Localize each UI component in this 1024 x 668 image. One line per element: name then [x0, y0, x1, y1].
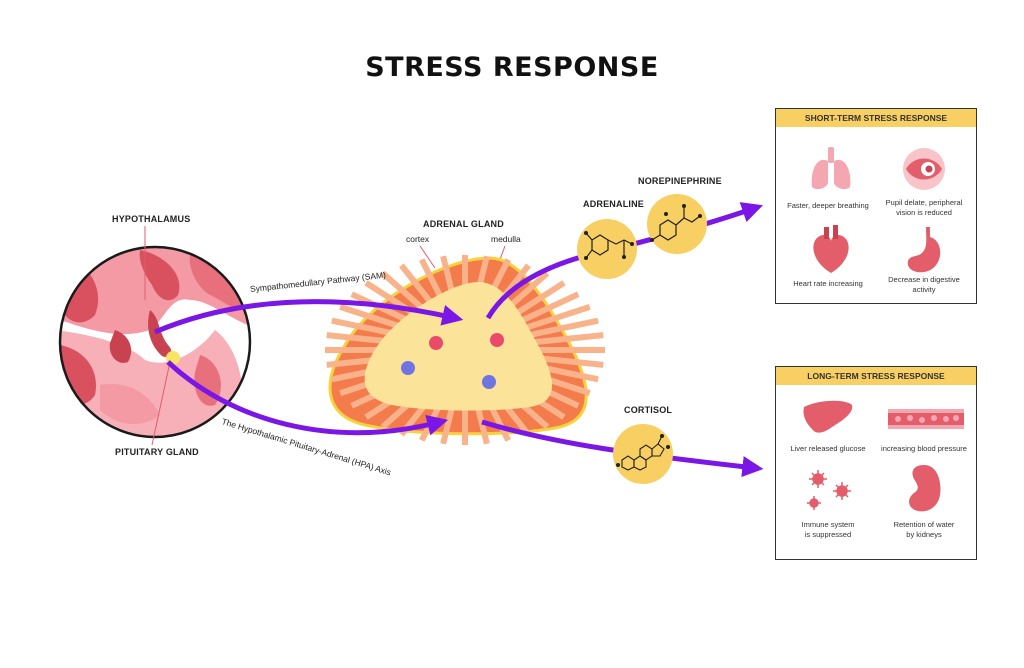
- cortex-stripe: [526, 304, 591, 331]
- hypothalamus-label: HYPOTHALAMUS: [112, 214, 191, 224]
- heart-icon: [813, 225, 849, 273]
- stomach-icon: [907, 227, 941, 273]
- norepinephrine-molecule: [647, 194, 707, 254]
- cortex-stripe: [530, 317, 599, 338]
- cortex-stripe: [380, 270, 426, 312]
- kidney-icon: [909, 465, 941, 512]
- sam-arrow: [154, 299, 464, 335]
- short-term-caption: Faster, deeper breathing: [787, 201, 869, 210]
- virus-icon: [807, 470, 851, 510]
- eye-icon: [903, 148, 945, 190]
- cortisol-arrow: [481, 419, 764, 478]
- short-term-caption: Decrease in digestive activity: [888, 275, 960, 294]
- cortex-leader: [419, 245, 436, 269]
- adrenal-gland: [325, 255, 605, 445]
- pituitary-leader: [151, 361, 171, 446]
- blood-vessel-icon: [888, 409, 964, 429]
- long-term-header: LONG-TERM STRESS RESPONSE: [776, 367, 976, 385]
- cortex-stripe: [331, 317, 400, 338]
- norepinephrine-label: NOREPINEPHRINE: [638, 176, 722, 186]
- cortex-stripe: [520, 291, 580, 324]
- page-title: STRESS RESPONSE: [365, 52, 659, 83]
- cortex-stripe: [533, 332, 604, 346]
- long-term-caption: increasing blood pressure: [881, 444, 967, 453]
- liver-icon: [803, 400, 853, 433]
- lungs-icon: [811, 147, 851, 190]
- cortex-stripe: [512, 280, 566, 318]
- short-term-caption: Heart rate increasing: [793, 279, 863, 288]
- long-term-caption: Immune system is suppressed: [801, 520, 855, 539]
- cortex-stripe: [533, 354, 604, 368]
- hpa-arrow: [166, 360, 449, 436]
- brain-closeup: [58, 245, 252, 439]
- pituitary-label: PITUITARY GLAND: [115, 447, 199, 457]
- adrenaline-molecule: [577, 219, 637, 279]
- hormone-dot: [482, 375, 496, 389]
- cortex-stripe: [399, 263, 436, 308]
- short-term-panel: SHORT-TERM STRESS RESPONSE Faster, deepe…: [775, 108, 977, 304]
- adrenal-gland-label: ADRENAL GLAND: [423, 219, 504, 229]
- hormone-dot: [429, 336, 443, 350]
- long-term-panel: LONG-TERM STRESS RESPONSE Liver released…: [775, 366, 977, 560]
- long-term-caption: Retention of water by kidneys: [893, 520, 955, 539]
- medulla-label: medulla: [491, 234, 521, 244]
- adrenaline-label: ADRENALINE: [583, 199, 645, 209]
- cortisol-label: CORTISOL: [624, 405, 673, 415]
- hormone-dot: [490, 333, 504, 347]
- hormone-dot: [401, 361, 415, 375]
- short-term-header: SHORT-TERM STRESS RESPONSE: [776, 109, 976, 127]
- short-term-caption: Pupil delate, peripheral vision is reduc…: [885, 198, 963, 217]
- cortex-label: cortex: [406, 234, 430, 244]
- long-term-caption: Liver released glucose: [790, 444, 866, 453]
- cortex-stripe: [339, 304, 404, 331]
- cortisol-molecule: [613, 424, 673, 484]
